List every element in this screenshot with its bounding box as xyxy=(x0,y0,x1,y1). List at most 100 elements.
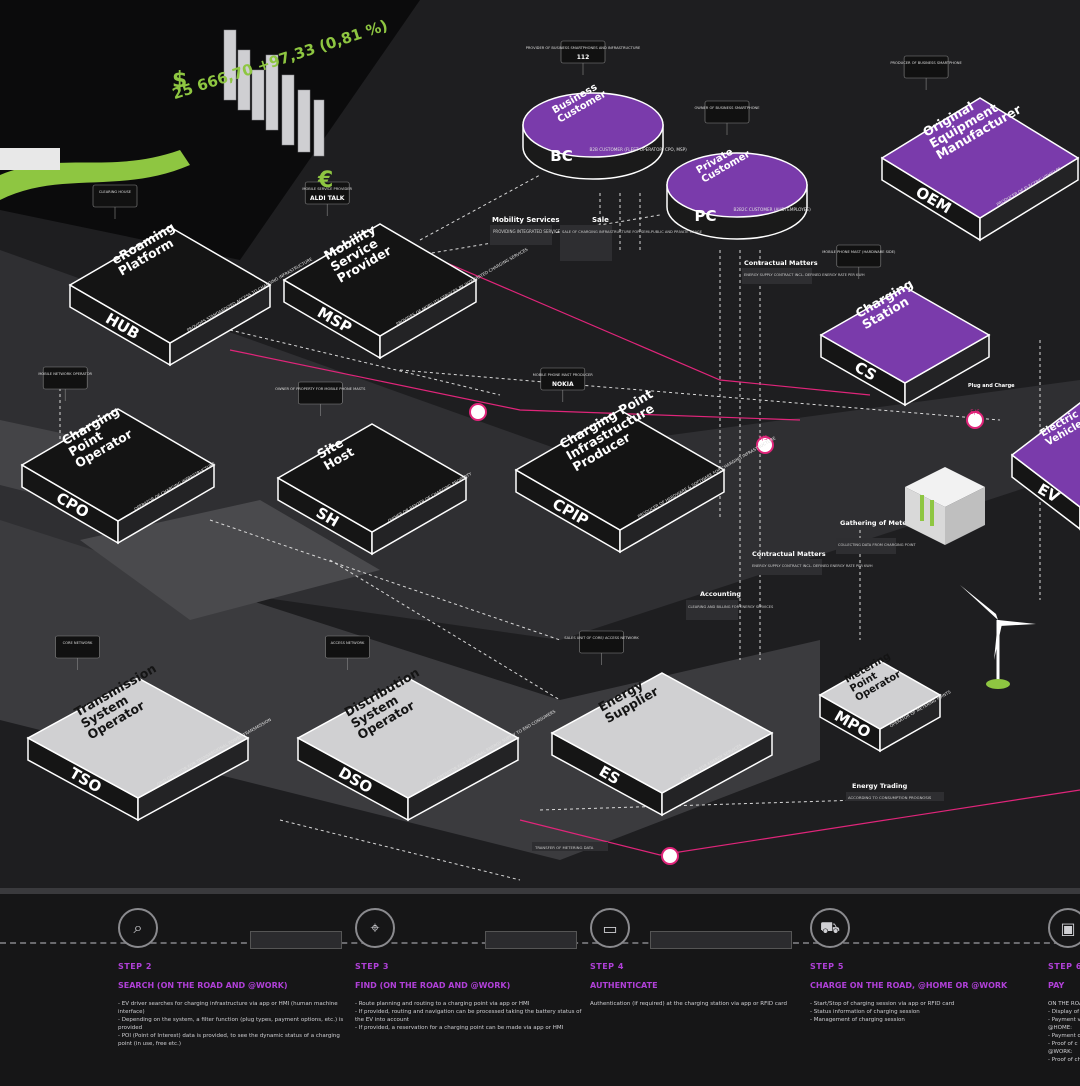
provider-tag: SALES UNIT OF CORE/ ACCESS NETWORK xyxy=(564,630,639,665)
gathering-metering-desc: COLLECTING DATA FROM CHARGING POINT xyxy=(838,543,916,547)
accounting-desc: CLEARING AND BILLING FOR ENERGY SERVICES xyxy=(688,605,774,609)
platform-top xyxy=(282,223,478,337)
provider-label: PRODUCER OF BUSINESS SMARTPHONE xyxy=(890,61,962,65)
customer-journey-steps: ⌕ STEP 2 SEARCH (ON THE ROAD AND @WORK) - E… xyxy=(0,888,1080,1086)
provider-tag: CORE NETWORK xyxy=(55,635,100,670)
provider-label: MOBILE PHONE MAST PRODUCER xyxy=(533,373,594,377)
platform-desc: B2B CUSTOMER (FLEET OPERATOR, CPO, MSP) xyxy=(590,147,688,152)
provider-label: SALES UNIT OF CORE/ ACCESS NETWORK xyxy=(564,636,639,640)
contractual-matters-label-2: Contractual Matters xyxy=(752,550,826,558)
provider-tag: MOBILE NETWORK OPERATOR xyxy=(38,366,93,401)
step-description: Authentication (if required) at the char… xyxy=(590,1001,787,1007)
provider-brand: 112 xyxy=(577,54,590,61)
step-4[interactable]: ▭ STEP 4 AUTHENTICATE Authentication (if re… xyxy=(590,908,820,1008)
ratio-label: 5/6 xyxy=(970,409,980,416)
provider-label: OWNER OF PROPERTY FOR MOBILE PHONE MASTS xyxy=(275,387,366,391)
provider-tag: OWNER OF BUSINESS SMARTPHONE xyxy=(694,100,760,135)
step-number: STEP 5 xyxy=(810,962,844,971)
provider-label: MOBILE SERVICE PROVIDER xyxy=(302,187,352,191)
provider-tag: MOBILE PHONE MAST PRODUCER NOKIA xyxy=(533,367,594,402)
provider-label: MOBILE PHONE MAST (HARDWARE SIDE) xyxy=(822,250,896,254)
platform-top xyxy=(514,409,726,531)
rail-segment xyxy=(650,931,792,949)
platform-abbr: PC xyxy=(694,207,716,225)
currency-badge xyxy=(469,403,984,865)
step-number: STEP 3 xyxy=(355,962,389,971)
gathering-metering-label: Gathering of Metering Data xyxy=(840,519,941,527)
step-5[interactable]: ⛟ STEP 5 CHARGE ON THE ROAD, @HOME OR @WOR… xyxy=(810,908,1040,1024)
step-title: FIND (ON THE ROAD AND @WORK) xyxy=(355,981,511,990)
mobility-services-desc: PROVIDING INTEGRATED SERVICES TO CUSTOME… xyxy=(493,229,597,234)
contractual-matters-desc-2: ENERGY SUPPLY CONTRACT INCL. DEFINED ENE… xyxy=(752,564,873,568)
euro-icon: € xyxy=(318,168,334,193)
provider-tag: ACCESS NETWORK xyxy=(325,635,370,670)
step-number: STEP 6 xyxy=(1048,962,1080,971)
provider-label: CLEARING HOUSE xyxy=(99,190,132,194)
step-number: STEP 2 xyxy=(118,962,152,971)
dollar-icon: $ xyxy=(172,68,188,93)
platform-top xyxy=(819,286,991,384)
rail-segment xyxy=(485,931,577,949)
location-pin-icon: ⌖ xyxy=(355,908,395,948)
platform-top xyxy=(880,97,1080,219)
provider-tag: OWNER OF PROPERTY FOR MOBILE PHONE MASTS xyxy=(275,381,366,416)
provider-tag: MOBILE PHONE MAST (HARDWARE SIDE) xyxy=(822,244,896,279)
search-icon: ⌕ xyxy=(118,908,158,948)
flow-labels: Mobility Services PROVIDING INTEGRATED S… xyxy=(490,216,1015,851)
contractual-matters-label: Contractual Matters xyxy=(744,259,818,267)
energy-trading-desc: ACCORDING TO CONSUMPTION PROGNOSIS xyxy=(848,795,932,800)
platform-top xyxy=(666,152,808,218)
transfer-metering-label: TRANSFER OF METERING DATA xyxy=(534,845,594,850)
provider-tag: PROVIDER OF BUSINESS SMARTPHONES AND INF… xyxy=(526,40,641,75)
building-white xyxy=(0,148,60,170)
step-description: - EV driver searches for charging infras… xyxy=(118,1001,344,1047)
step-title: PAY xyxy=(1048,981,1065,990)
wind-turbine-icon xyxy=(960,585,1036,689)
car-icon: ⛟ xyxy=(810,908,850,948)
power-plant-building-icon xyxy=(905,467,985,545)
rail-segment xyxy=(250,931,342,949)
step-2[interactable]: ⌕ STEP 2 SEARCH (ON THE ROAD AND @WORK) - E… xyxy=(118,908,348,1048)
provider-tag: CLEARING HOUSE xyxy=(92,184,138,219)
platform-top xyxy=(522,92,664,158)
step-number: STEP 4 xyxy=(590,962,624,971)
wallet-icon: ▣ xyxy=(1048,908,1080,948)
platform-top xyxy=(20,408,216,522)
platform-top xyxy=(1010,402,1080,508)
accounting-label: Accounting xyxy=(700,590,741,598)
mobility-services-label: Mobility Services xyxy=(492,216,560,224)
provider-label: MOBILE NETWORK OPERATOR xyxy=(38,372,92,376)
platform-desc: B2B2C CUSTOMER (AUDI EMPLOYEE) xyxy=(734,207,812,212)
step-title: AUTHENTICATE xyxy=(590,981,658,990)
stock-bars xyxy=(223,29,325,157)
provider-tag: PRODUCER OF BUSINESS SMARTPHONE xyxy=(890,55,963,90)
provider-brand: NOKIA xyxy=(552,381,574,388)
platform-top xyxy=(550,672,774,794)
energy-trading-label: Energy Trading xyxy=(852,782,908,790)
grid-tile xyxy=(80,500,380,620)
provider-label: OWNER OF BUSINESS SMARTPHONE xyxy=(694,106,760,110)
step-title: SEARCH (ON THE ROAD AND @WORK) xyxy=(118,981,288,990)
provider-label: CORE NETWORK xyxy=(63,641,93,645)
step-title: CHARGE ON THE ROAD, @HOME OR @WORK xyxy=(810,981,1008,990)
sale-desc: SALE OF CHARGING INFRASTRUCTURE FOR SEMI… xyxy=(562,230,703,234)
plug-charge-label: Plug and Charge xyxy=(968,383,1015,389)
provider-label: ACCESS NETWORK xyxy=(331,641,365,645)
platform-abbr: BC xyxy=(550,147,572,165)
card-icon: ▭ xyxy=(590,908,630,948)
platform-top xyxy=(26,677,250,799)
platform-top xyxy=(276,423,468,533)
